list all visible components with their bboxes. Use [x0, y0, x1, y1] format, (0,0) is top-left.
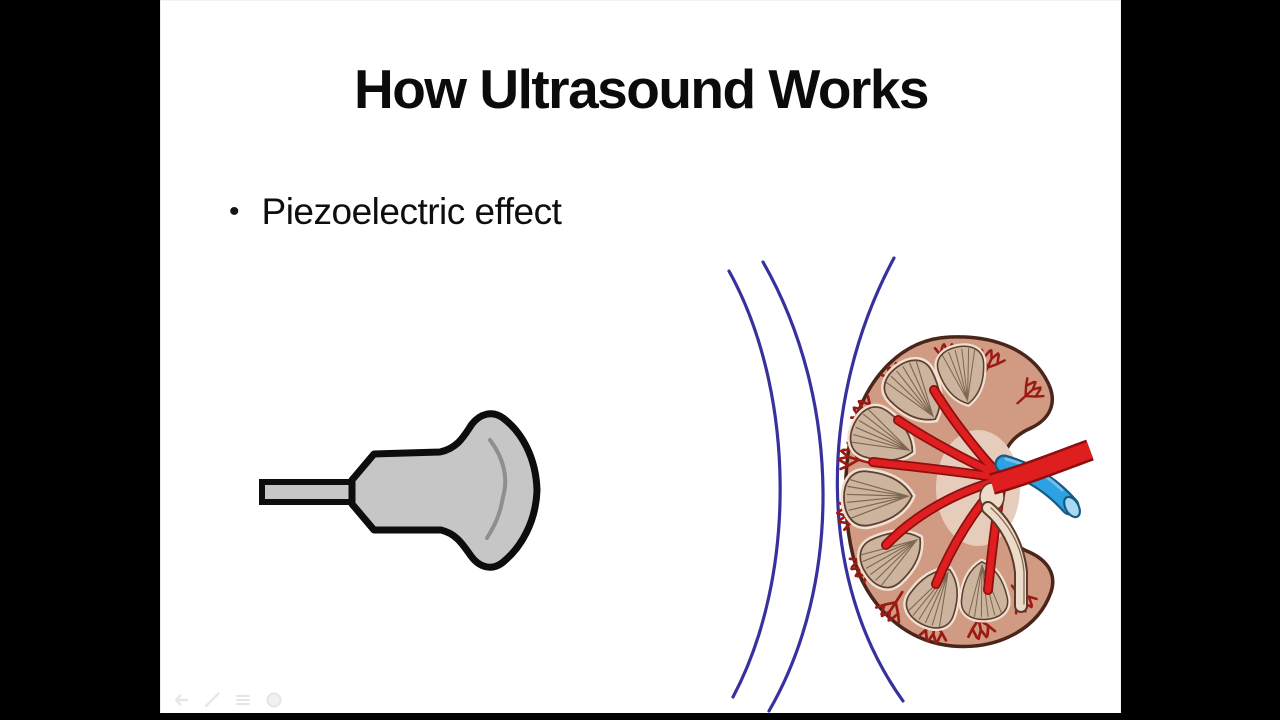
bullet-marker: • — [229, 195, 240, 228]
slide-title: How Ultrasound Works — [353, 58, 930, 120]
slideshow-controls — [172, 691, 283, 709]
bullet-text: Piezoelectric effect — [261, 191, 562, 232]
letterbox-bottom — [0, 713, 1280, 720]
menu-icon[interactable] — [234, 691, 252, 709]
next-slide-icon[interactable] — [265, 691, 283, 709]
presentation-slide: How Ultrasound Works • Piezoelectric eff… — [160, 0, 1121, 713]
pen-tool-icon[interactable] — [203, 691, 221, 709]
previous-slide-icon[interactable] — [172, 691, 190, 709]
bullet-item: • Piezoelectric effect — [229, 191, 562, 233]
